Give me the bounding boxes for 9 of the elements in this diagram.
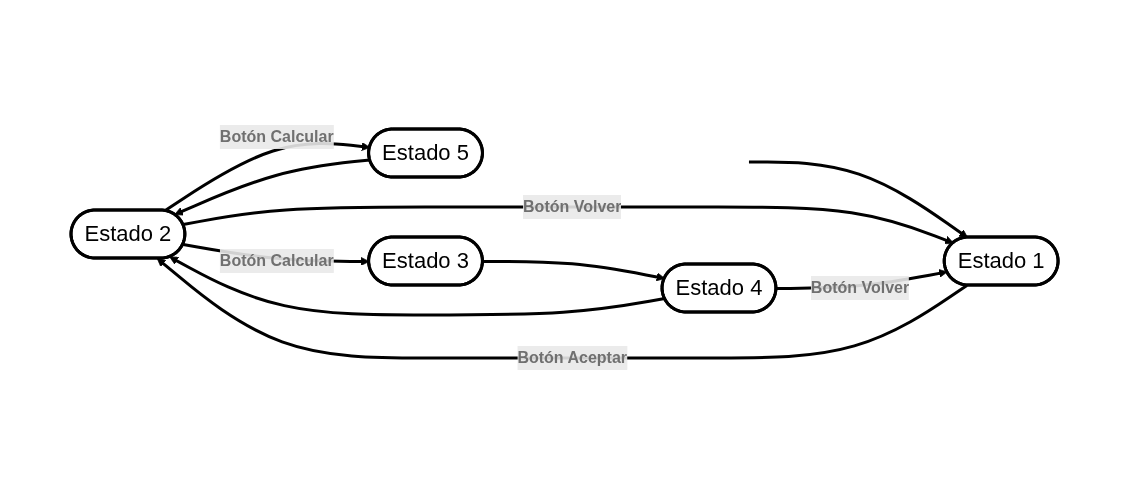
- edge-label: Botón Volver: [811, 278, 910, 296]
- arrow: [749, 160, 969, 238]
- arrow: [169, 256, 666, 317]
- arrow: [157, 258, 969, 360]
- edge-label: Botón Calcular: [220, 128, 335, 145]
- edge-label: Botón Aceptar: [517, 348, 628, 366]
- edge-label: Botón Volver: [523, 198, 622, 215]
- edge-label: Botón Calcular: [220, 251, 335, 269]
- arrow: [174, 158, 371, 216]
